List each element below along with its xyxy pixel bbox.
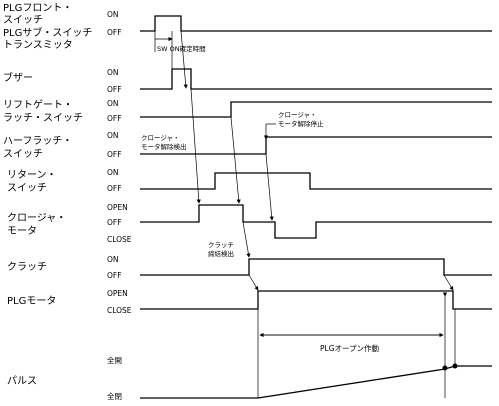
closure-release-detect-1: クロージャ・: [141, 134, 180, 142]
closure-release-detect-2: モータ解除検出: [141, 142, 187, 151]
label-return-switch-1: リターン・: [7, 169, 57, 181]
label-plg-sub-switch-1: PLGサブ・スイッチ: [3, 26, 92, 39]
clutch-engage-detect-1: クラッチ: [208, 241, 234, 249]
label-pulse: パルス: [7, 375, 37, 387]
level-return-on: ON: [107, 168, 119, 177]
label-closure-motor-1: クロージャ・: [7, 212, 66, 224]
level-clutch-on: ON: [107, 255, 119, 264]
wave-plg-motor: [140, 290, 492, 310]
level-closure-open: OPEN: [107, 203, 128, 212]
wave-half-latch: [140, 136, 492, 155]
level-latch-off: OFF: [107, 114, 122, 123]
level-half-on: ON: [107, 131, 119, 140]
label-return-switch-2: スイッチ: [7, 182, 47, 194]
plg-open-annotation: PLGオープン作動: [320, 343, 380, 353]
label-plg-motor: PLGモータ: [7, 295, 56, 307]
level-buzzer-off: OFF: [107, 85, 122, 94]
label-plg-sub-switch-2: トランスミッタ: [3, 39, 73, 51]
level-clutch-off: OFF: [107, 271, 122, 280]
arrow-front-to-buzzer: [180, 30, 188, 89]
level-latch-on: ON: [107, 99, 119, 108]
label-buzzer: ブザー: [3, 71, 33, 84]
label-closure-motor-2: モータ: [7, 225, 37, 237]
level-plg-front-off: OFF: [107, 28, 122, 37]
wave-pulse: [140, 365, 492, 399]
closure-release-stop-1: クロージャ・: [278, 111, 317, 119]
label-plg-front-switch-2: スイッチ: [3, 14, 43, 26]
arrow-latch-to-return: [230, 116, 241, 204]
level-closure-off: OFF: [107, 218, 122, 227]
arrow-closure-to-clutch: [242, 221, 251, 258]
sw-on-annotation: SW ON確定時間: [157, 44, 206, 53]
label-plg-front-switch-1: PLGフロント・: [3, 3, 72, 14]
level-plg-front-on: ON: [107, 10, 119, 19]
wave-return-switch: [140, 172, 492, 190]
arrow-clutch-off-to-motor: [443, 274, 454, 291]
label-liftgate-latch-2: ラッチ・スイッチ: [3, 112, 83, 124]
level-half-off: OFF: [107, 150, 122, 159]
label-half-latch-2: スイッチ: [3, 148, 43, 160]
level-plg-motor-close: CLOSE: [107, 306, 132, 315]
level-pulse-full-closed: 全閉: [107, 391, 122, 401]
arrow-half-to-closure: [265, 153, 274, 221]
level-closure-close: CLOSE: [107, 235, 132, 244]
wave-buzzer: [140, 68, 492, 90]
arrow-buzzer-to-motor: [190, 88, 201, 204]
clutch-engage-detect-2: 締結検出: [208, 249, 234, 258]
level-buzzer-on: ON: [107, 68, 119, 77]
arrow-clutch-to-motor: [248, 274, 259, 291]
level-return-off: OFF: [107, 184, 122, 193]
wave-liftgate-latch: [140, 101, 492, 118]
level-pulse-full-open: 全開: [107, 355, 122, 365]
level-plg-motor-open: OPEN: [107, 289, 128, 298]
wave-clutch: [140, 258, 492, 276]
label-clutch: クラッチ: [7, 261, 47, 273]
wave-closure-motor: [140, 204, 492, 239]
wave-plg-front-switch: [140, 15, 492, 32]
label-liftgate-latch-1: リフトゲート・: [3, 99, 73, 111]
label-half-latch-1: ハーフラッチ・: [3, 135, 72, 147]
closure-release-stop-2: モータ解除停止: [278, 119, 324, 128]
